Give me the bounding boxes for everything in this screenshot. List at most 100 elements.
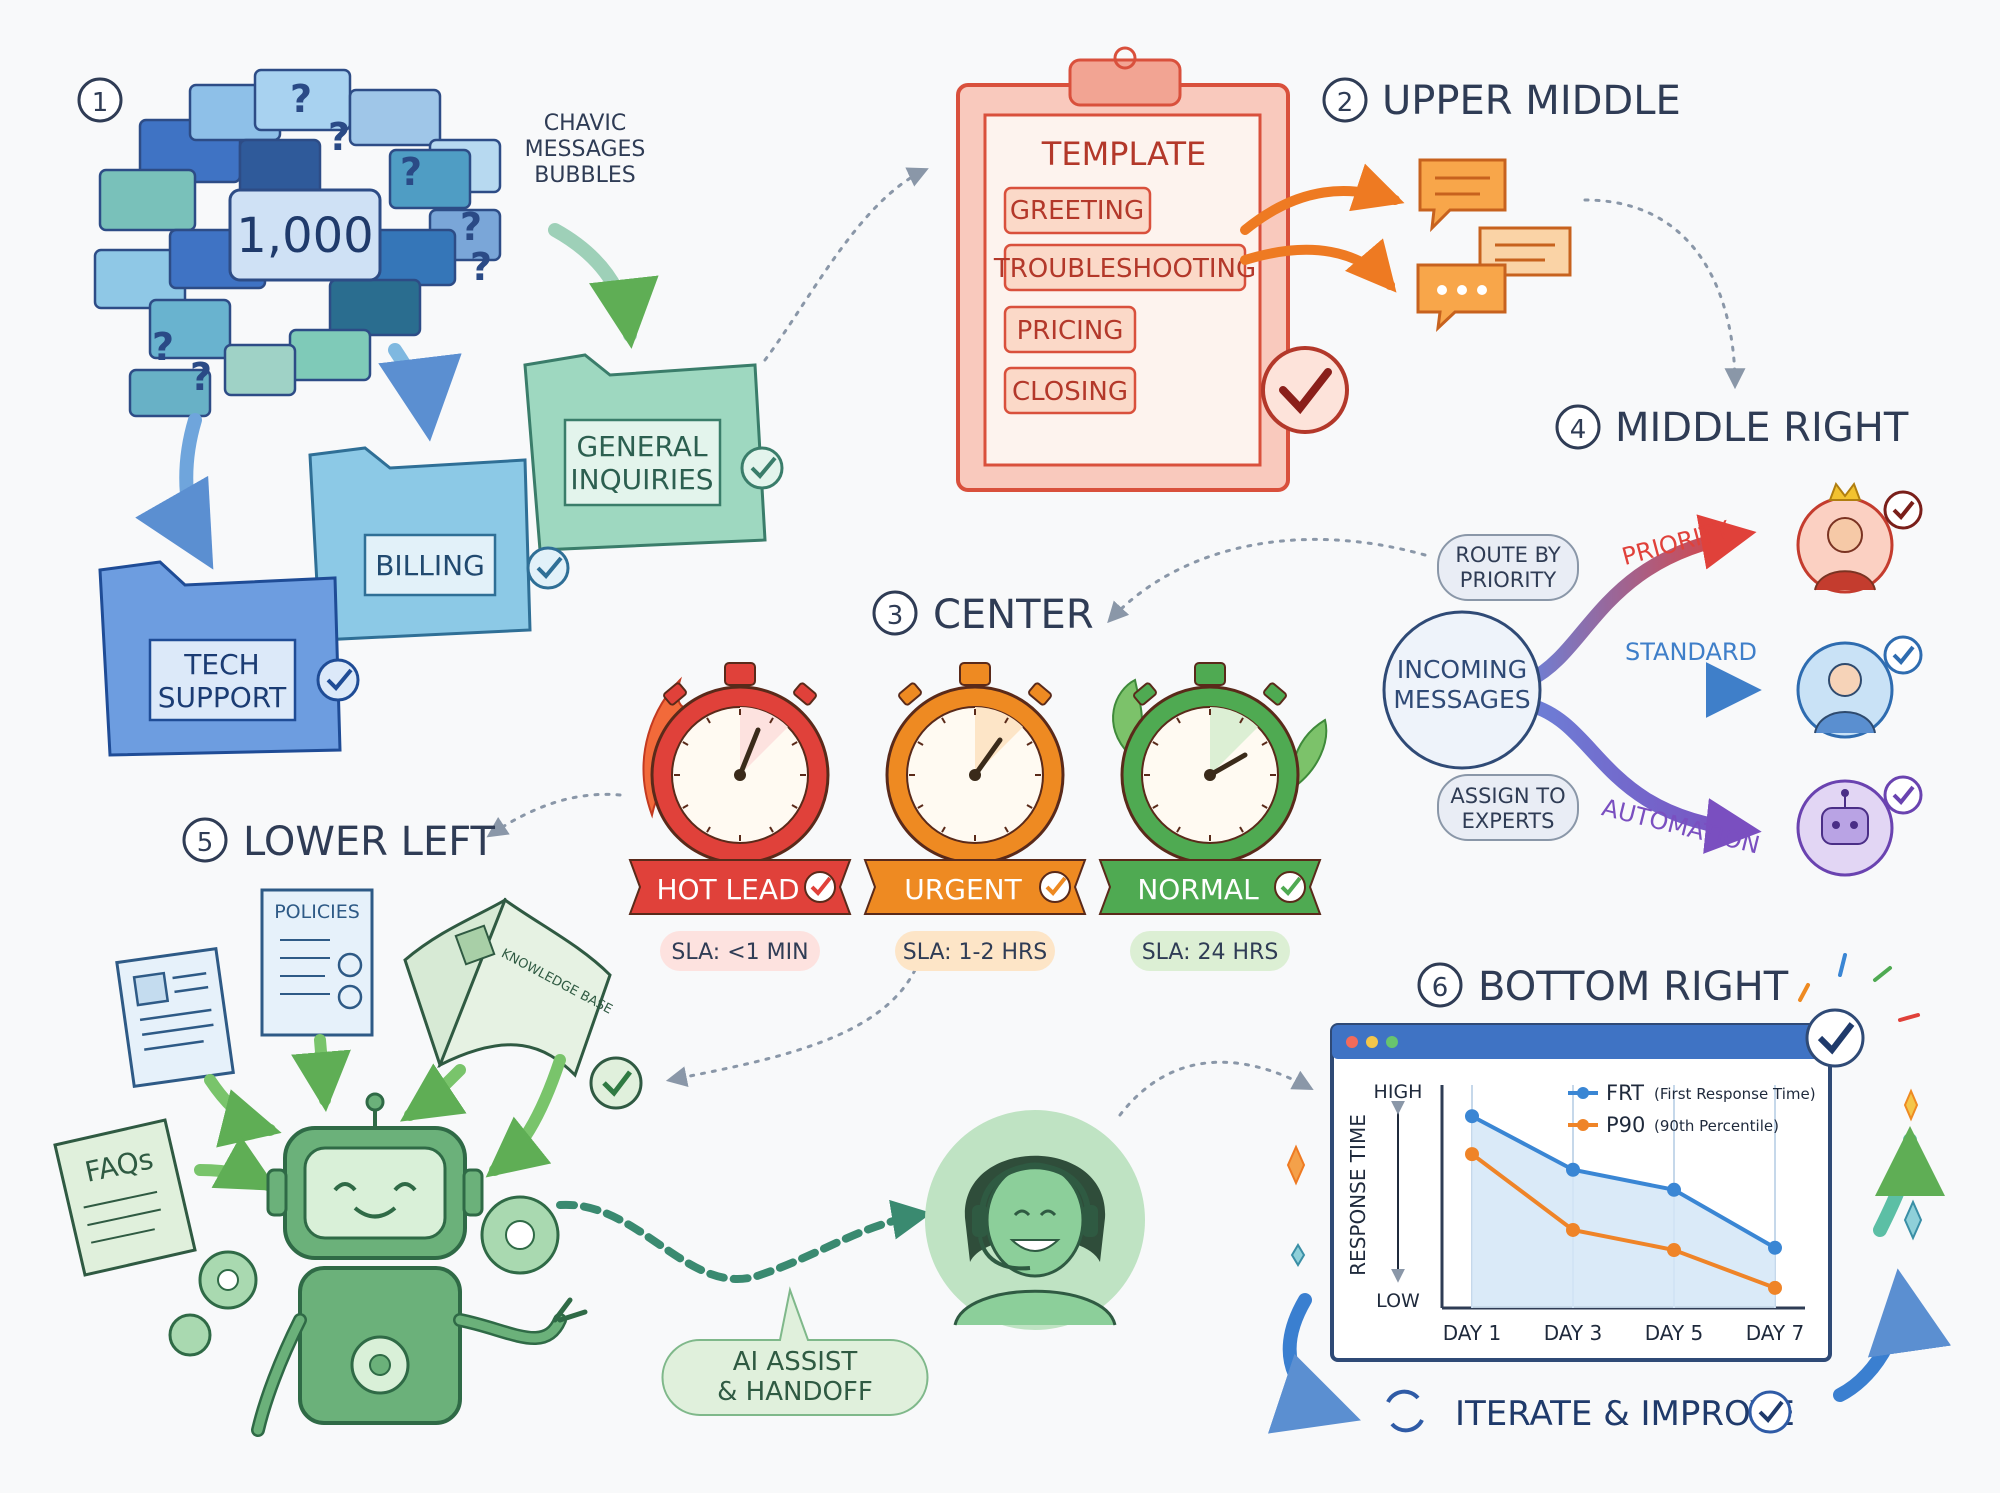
section-title: MIDDLE RIGHT — [1615, 405, 1909, 451]
sort-arrows — [135, 223, 659, 570]
template-item — [1003, 243, 1247, 292]
section-title: BOTTOM RIGHT — [1478, 964, 1789, 1010]
priority-label: NORMAL — [1137, 873, 1259, 906]
note-line: EXPERTS — [1462, 809, 1555, 833]
check-icon — [804, 871, 836, 903]
stopwatch-crown — [724, 662, 756, 686]
x-tick-label: DAY 5 — [1645, 1321, 1703, 1345]
check-icon — [1274, 871, 1306, 903]
y-high-label: HIGH — [1374, 1081, 1423, 1103]
ai-robot — [168, 1092, 588, 1437]
folder-label: BILLING — [375, 549, 485, 582]
refresh-icon — [1386, 1389, 1424, 1433]
standard-agent-avatar — [1796, 635, 1923, 739]
section-number: 3 — [887, 601, 904, 631]
x-tick-label: DAY 1 — [1443, 1321, 1501, 1345]
route-label-priority: PRIORITY — [1619, 515, 1733, 571]
question-icon: ? — [460, 205, 482, 249]
flow-connectors — [486, 167, 1746, 1117]
folder-general-inquiries: GENERAL INQUIRIES — [523, 353, 784, 552]
sla-label: SLA: 1-2 HRS — [903, 940, 1048, 965]
template-output-arrows — [1240, 163, 1405, 293]
priority-ribbon — [628, 859, 852, 915]
folder-tech-support: TECH SUPPORT — [98, 560, 360, 757]
section-number: 4 — [1570, 415, 1587, 445]
priority-ribbon — [1098, 859, 1322, 915]
section-5-ai-assist: 5 LOWER LEFT POLICIES KNOWLEDGE BASE — [53, 817, 1145, 1437]
route-by-priority-note: ROUTE BY PRIORITY — [1437, 534, 1579, 601]
template-item — [1003, 305, 1137, 354]
document-icon — [115, 946, 235, 1089]
priority-ribbon — [863, 859, 1087, 915]
typing-bubble-icon — [1416, 263, 1507, 332]
question-icon: ? — [400, 150, 422, 194]
legend-label: P90 — [1606, 1113, 1645, 1137]
gear-icon — [337, 952, 363, 978]
bot-agent-avatar — [1796, 775, 1923, 877]
folder-label-line: TECH — [183, 648, 259, 681]
arrow-down-icon — [548, 223, 659, 349]
data-point — [1667, 1243, 1681, 1258]
incoming-messages-hub: INCOMING MESSAGES — [1382, 610, 1542, 770]
routing-flows — [1523, 514, 1762, 854]
x-tick-label: DAY 7 — [1746, 1321, 1804, 1345]
stopwatch-crown — [1194, 662, 1226, 686]
check-icon — [526, 546, 570, 590]
question-icon: ? — [290, 77, 312, 121]
knowledge-base-book-icon: KNOWLEDGE BASE — [403, 897, 615, 1078]
connector-3-to-5b — [665, 968, 917, 1088]
data-point — [1465, 1109, 1479, 1124]
message-bubbles-cloud — [93, 68, 502, 418]
data-point — [1768, 1240, 1782, 1255]
iterate-check-icon — [1748, 1390, 1792, 1434]
window-close-dot — [1346, 1036, 1358, 1048]
template-item-label: PRICING — [1017, 316, 1124, 346]
question-icon: ? — [470, 245, 492, 289]
question-icon: ? — [190, 355, 212, 399]
count-badge: 1,000 — [236, 208, 373, 264]
section-1-chaos: 1 ? ? ? ? ? ? ? — [77, 68, 784, 757]
sla-pill — [1130, 931, 1290, 971]
stopwatch-crown — [959, 662, 991, 686]
source-label: POLICIES — [274, 901, 360, 923]
iterate-label: ITERATE & IMPROVE — [1455, 1394, 1795, 1434]
data-point — [1667, 1182, 1681, 1197]
hub-label-line: INCOMING — [1397, 655, 1527, 684]
folder-label-line: GENERAL — [576, 430, 708, 463]
folder-label-line: INQUIRIES — [570, 463, 713, 496]
check-icon — [740, 446, 784, 490]
note-line: ASSIGN TO — [1450, 784, 1565, 808]
chat-bubble-icon — [1478, 226, 1572, 277]
sparkle-icons — [1286, 953, 1923, 1267]
chaos-label-line: MESSAGES — [525, 137, 646, 162]
section-title: LOWER LEFT — [243, 819, 496, 865]
section-title: CENTER — [933, 592, 1094, 638]
dashboard-check-icon — [1805, 1008, 1865, 1068]
y-low-label: LOW — [1376, 1290, 1420, 1312]
clipboard-clip — [1068, 58, 1182, 107]
check-icon — [316, 658, 360, 702]
route-automation — [1523, 698, 1762, 854]
window-max-dot — [1386, 1036, 1398, 1048]
chaos-label: CHAVIC MESSAGES BUBBLES — [525, 111, 646, 188]
folder-label-line: SUPPORT — [158, 681, 287, 714]
template-item-label: CLOSING — [1012, 377, 1128, 407]
data-point — [1566, 1222, 1580, 1237]
priority-label: URGENT — [904, 873, 1022, 906]
template-item-label: TROUBLESHOOTING — [993, 254, 1256, 284]
section-2-templates: 2 UPPER MIDDLE TEMPLATE GREETING TROUBLE… — [956, 46, 1681, 492]
crown-icon — [1828, 481, 1862, 501]
connector-1-to-2 — [763, 167, 929, 362]
knowledge-arrows — [194, 1034, 566, 1191]
policies-scroll-icon: POLICIES — [260, 888, 374, 1037]
sla-label: SLA: <1 MIN — [671, 940, 808, 965]
section-number-badge — [1417, 962, 1463, 1008]
handoff-label-line: & HANDOFF — [717, 1377, 873, 1407]
headset-icon — [979, 1163, 1091, 1216]
